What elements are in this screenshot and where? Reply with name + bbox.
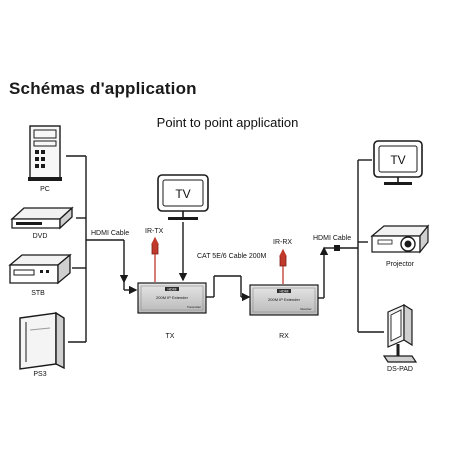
source-label-stb: STB: [31, 290, 45, 297]
ir-rx-sensor: [279, 248, 287, 284]
source-label-ps3: PS3: [33, 371, 47, 378]
receiver-tag: Receiver: [300, 307, 311, 311]
digital-signage-icon: [382, 303, 418, 363]
ir-tx-sensor: [151, 236, 159, 282]
tv-text-right: TV: [390, 153, 405, 167]
ir-rx-label: IR-RX: [273, 239, 293, 246]
dvd-player-icon: [10, 206, 74, 230]
output-label-projector: Projector: [385, 261, 414, 268]
receiver-label: RX: [279, 333, 289, 340]
output-label-ds-pad: DS-PAD: [387, 366, 413, 373]
receiver-device: HDMI 200M IP Extender Receiver: [249, 284, 319, 316]
ir-tx-label: IR-TX: [145, 228, 164, 235]
source-label-dvd: DVD: [32, 233, 48, 240]
transmitter-brand: HDMI: [168, 288, 177, 292]
source-label-pc: PC: [40, 186, 50, 193]
receiver-brand: HDMI: [280, 290, 289, 294]
hdmi-cable-label-in: HDMI Cable: [91, 230, 130, 237]
tv-icon: [373, 140, 423, 185]
tv-text-top: TV: [175, 187, 190, 201]
set-top-box-icon: [8, 253, 72, 285]
tv-icon: [157, 174, 209, 220]
hdmi-cable-label-out: HDMI Cable: [313, 235, 352, 242]
transmitter-tag: Transmitter: [187, 305, 201, 309]
receiver-model: 200M IP Extender: [268, 297, 301, 302]
diagram-heading: Schémas d'application: [9, 79, 197, 98]
transmitter-model: 200M IP Extender: [156, 295, 189, 300]
transmitter-label: TX: [165, 333, 175, 340]
projector-icon: [370, 224, 430, 254]
cat-cable-label: CAT 5E/6 Cable 200M: [197, 253, 267, 260]
pc-tower-icon: [28, 125, 62, 181]
diagram-subtitle: Point to point application: [156, 115, 299, 130]
source-bus-lines: [66, 155, 138, 343]
output-bus-lines: [318, 159, 384, 333]
ps3-console-icon: [19, 311, 65, 370]
transmitter-device: HDMI 200M IP Extender Transmitter: [137, 282, 207, 314]
cat-cable-line: [206, 275, 251, 302]
